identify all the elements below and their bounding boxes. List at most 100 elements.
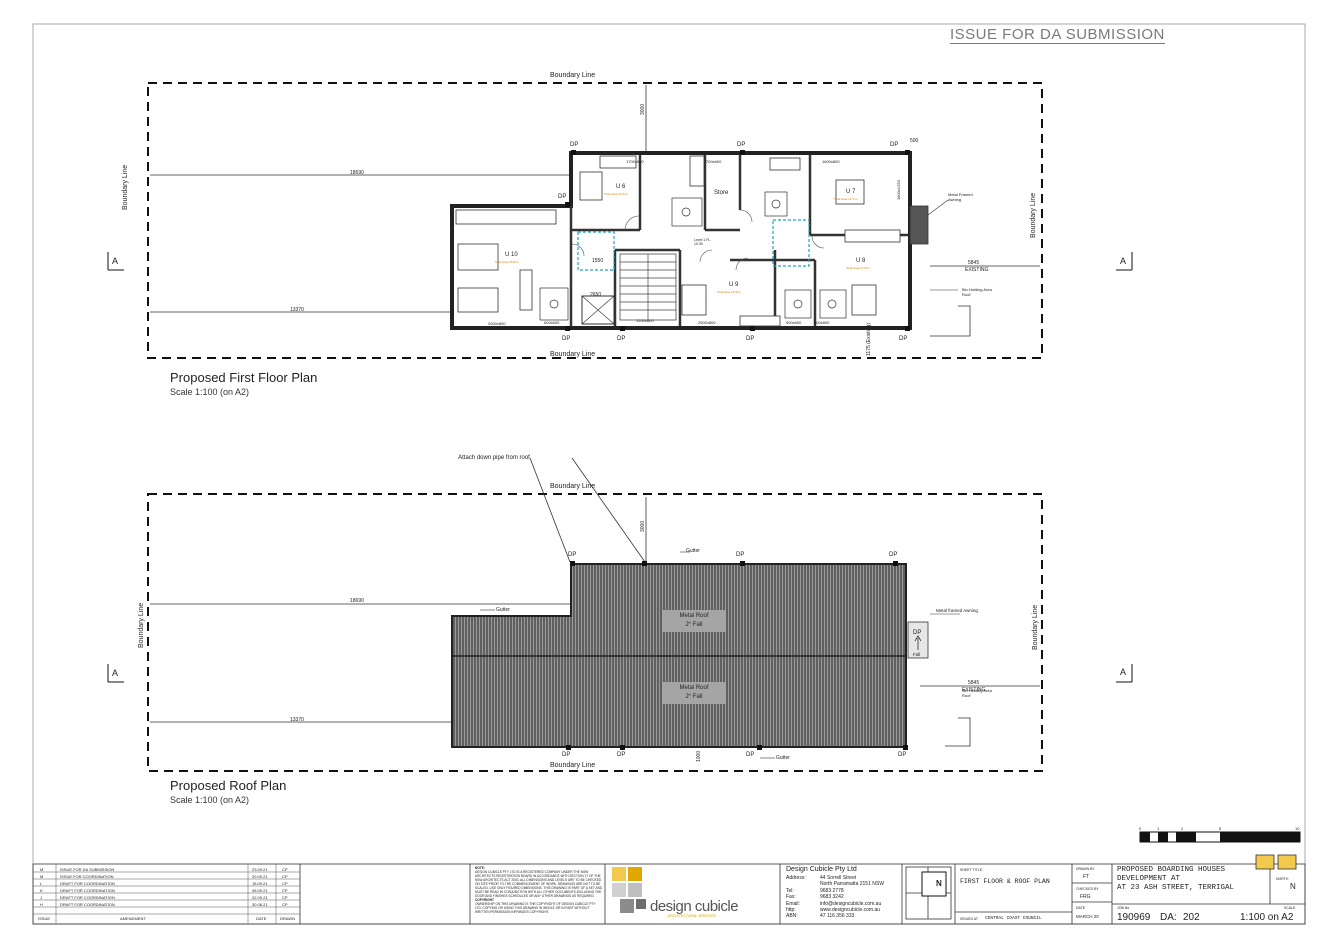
unit-u7-area: Total Area 16.7m² [834, 197, 858, 201]
revision-rev: H [40, 902, 43, 907]
revision-desc: DRAFT FOR COORDINATION [60, 888, 115, 893]
gutter-label-bottom: Gutter [776, 755, 790, 761]
first-floor-plan [107, 82, 1133, 359]
company-row-key: Email: [786, 900, 800, 907]
section-marker-left [107, 252, 124, 271]
job-label: JOB No [1117, 906, 1130, 910]
unit-u9-label: U 9 [729, 282, 739, 288]
awning-label-first: Metal Framed Awning [948, 192, 973, 202]
revision-rev: M [40, 867, 44, 872]
awning-dp-label: DP [913, 630, 922, 636]
company-row-value: 9683 2778 [820, 887, 844, 894]
scale-tick-3: 5 [1219, 826, 1222, 831]
drawn-by-label: DRAWN BY [1076, 867, 1095, 871]
roof-dp-5: DP [617, 752, 626, 758]
revision-grid [33, 864, 300, 924]
boundary-label-left: Boundary Line [122, 164, 129, 210]
company-row-value: 47 116 356 333 [820, 913, 855, 920]
window-tag-2: 700x600 [706, 159, 722, 164]
roof-dim-bottom: 13370 [290, 717, 304, 723]
boundary-label-right: Boundary Line [1030, 192, 1037, 238]
roof-section-right: A [1120, 667, 1127, 677]
revision-by: CP [282, 867, 288, 872]
dp-label-4: DP [558, 194, 567, 200]
window-tag-7: 900x600 [786, 320, 802, 325]
circulation-zone-2 [772, 219, 810, 267]
metal-roof-label-1: Metal Roof [679, 613, 709, 619]
roof-dp-4: DP [562, 752, 571, 758]
revision-rev: J [40, 895, 42, 900]
company-logo-text: design cubicle [650, 898, 739, 915]
company-row-key: http: [786, 907, 796, 913]
awning-arrowhead [914, 635, 922, 642]
window-tag-5: 1200x800 [636, 318, 654, 323]
dim-eave-first: 500 [910, 138, 919, 144]
drawn-by: FT [1083, 874, 1090, 880]
dim-bottom-first: 13370 [290, 307, 304, 313]
scale-tick-4: 10 [1295, 826, 1300, 831]
company-row-value: info@designcubicle.com.au [820, 900, 882, 907]
first-floor-title: Proposed First Floor Plan [170, 370, 318, 385]
window-tag-9: 600x600 [544, 320, 560, 325]
section-marker-right-roof [1116, 664, 1133, 683]
rev-header-issue: ISSUE [38, 916, 51, 921]
roof-dp-2: DP [736, 552, 745, 558]
north-arrow [905, 866, 952, 920]
revision-date: 02.09.21 [252, 895, 268, 900]
north-marker: N [1290, 882, 1296, 891]
roof-boundary-bottom: Boundary Line [550, 762, 596, 769]
scale-value: 1:100 on A2 [1240, 912, 1294, 923]
company-row-value: North Parramatta 2151 NSW [820, 881, 884, 888]
unit-u10-label: U 10 [505, 252, 518, 258]
roof-dp-1: DP [568, 552, 577, 558]
roof-boundary-left: Boundary Line [138, 602, 145, 648]
lift-shaft [581, 295, 615, 325]
roof-dp-6: DP [746, 752, 755, 758]
dp-label-7: DP [746, 336, 755, 342]
council-name: CENTRAL COAST COUNCIL [985, 916, 1042, 921]
unit-u7-label: U 7 [846, 189, 856, 195]
copyright-body: OWNERSHIP ON THIS DRAWING IS THE COPYRIG… [475, 902, 596, 914]
revision-rev: L [40, 881, 43, 886]
bin-label-first: Bin Holding Area Roof [962, 287, 992, 297]
company-name: Design Cubicle Pty Ltd [786, 866, 857, 873]
revision-by: CP [282, 874, 288, 879]
company-row-value: www.designcubicle.com.au [820, 907, 881, 913]
copyright-heading: COPYRIGHT [475, 898, 494, 902]
revision-desc: ISSUE FOR COORDINATION [60, 874, 114, 879]
revision-desc: DRAFT FOR COORDINATION [60, 902, 115, 907]
section-label-right: A [1120, 256, 1127, 266]
unit-u6-area: Total Area 16.5m² [604, 192, 628, 196]
dp-label-3: DP [890, 142, 899, 148]
sheet-number: 202 [1183, 912, 1200, 923]
checked-by-label: CHECKED BY [1076, 887, 1099, 891]
unit-u9-area: Total Area 16.9m² [717, 290, 741, 294]
roof-boundary-right: Boundary Line [1032, 604, 1039, 650]
dp-label-1: DP [570, 142, 579, 148]
north-small-label: NORTH [1276, 877, 1289, 881]
roof-dp-7: DP [898, 752, 907, 758]
project-line-2: DEVELOPMENT AT [1117, 875, 1181, 883]
section-marker-right [1116, 252, 1133, 271]
dp-label-8: DP [899, 336, 908, 342]
rev-header-date: DATE [256, 916, 267, 921]
awning-label-roof: Metal framed Awning [936, 608, 978, 613]
kitchenettes [455, 155, 901, 327]
job-number: 190969 [1117, 912, 1151, 923]
furniture [457, 171, 877, 316]
scale-tick-0: 0 [1139, 826, 1142, 831]
fall-label-1: 2° Fall [685, 622, 703, 628]
awning-fall-label: Fall [913, 652, 921, 657]
rev-header-amend: AMENDMENT [120, 916, 146, 921]
checked-by: FRG [1080, 894, 1091, 900]
roof-dim-top: 3000 [640, 520, 646, 532]
roof-label-bg-2 [662, 682, 726, 704]
window-tag-side: 1800x1250 [896, 180, 901, 200]
company-row-key: Address: [786, 875, 806, 881]
da-label: DA: [1160, 912, 1177, 923]
store-label: Store [714, 190, 729, 196]
window-tag-1: 1700x800 [626, 159, 644, 164]
roof-boundary-top: Boundary Line [550, 483, 596, 490]
revision-date: 23.09.21 [252, 867, 268, 872]
